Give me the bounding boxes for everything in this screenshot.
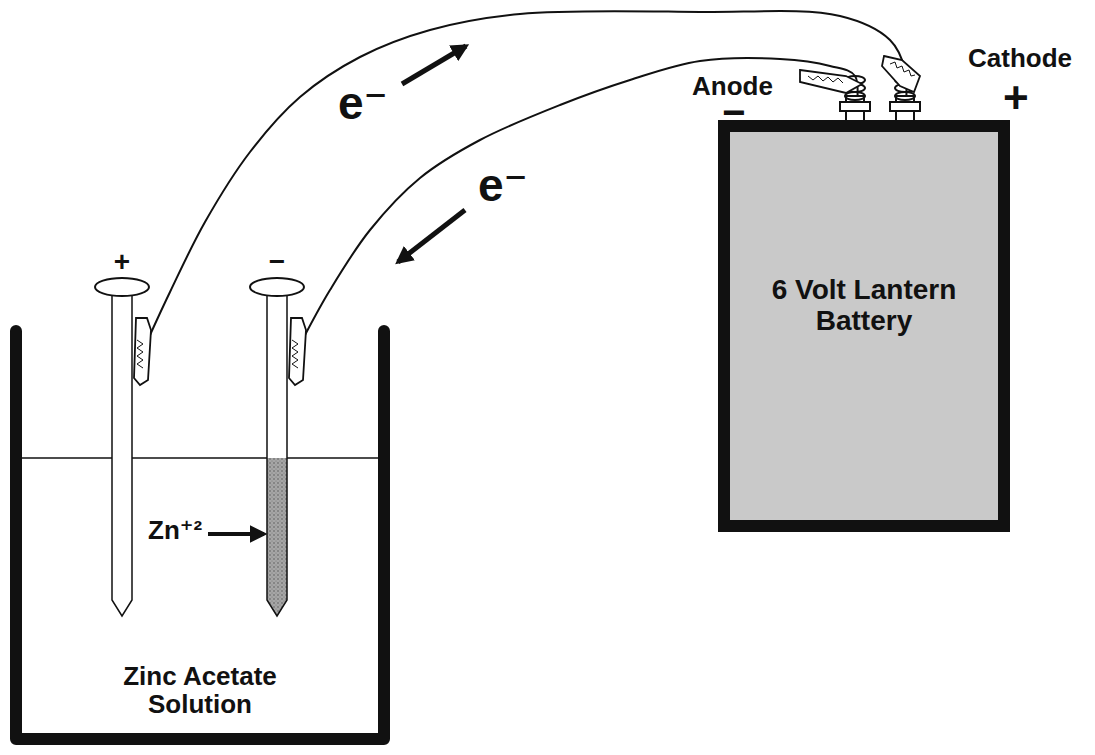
nail-shaft-fill [112, 294, 132, 616]
nail-shaft [267, 294, 287, 616]
polarity-sign: + [1003, 74, 1029, 122]
electron-label: e⁻ [478, 160, 528, 211]
plated-nail-electrode: − [249, 250, 305, 618]
alligator-clip [289, 318, 306, 385]
alligator-clip [800, 70, 862, 93]
electron-arrow [402, 46, 466, 84]
nail-outline [94, 250, 150, 618]
electron-label: e⁻ [338, 78, 388, 129]
ion-arrow [208, 532, 264, 536]
alligator-clip [134, 318, 151, 385]
alligator-clip [882, 56, 920, 92]
polarity-sign: + [114, 248, 130, 276]
solution-label: Zinc Acetate Solution [80, 662, 320, 719]
battery-box: 6 Volt Lantern Battery [718, 120, 1010, 532]
plated-outline [249, 250, 305, 618]
battery-label: 6 Volt Lantern Battery [764, 275, 964, 337]
liquid-surface [22, 457, 378, 459]
terminal-label: Cathode [968, 44, 1072, 73]
nail-electrode: + [94, 250, 150, 618]
nail-shaft [112, 294, 132, 616]
ion-label: Zn⁺² [148, 516, 202, 545]
polarity-sign: − [269, 248, 285, 276]
nail-head [250, 278, 304, 296]
polarity-sign: − [722, 90, 745, 134]
zinc-coating [267, 458, 287, 616]
nail-head [95, 278, 149, 296]
electron-arrow [398, 210, 465, 262]
nail-shaft-fill [267, 294, 287, 616]
beaker-wall [16, 331, 384, 739]
